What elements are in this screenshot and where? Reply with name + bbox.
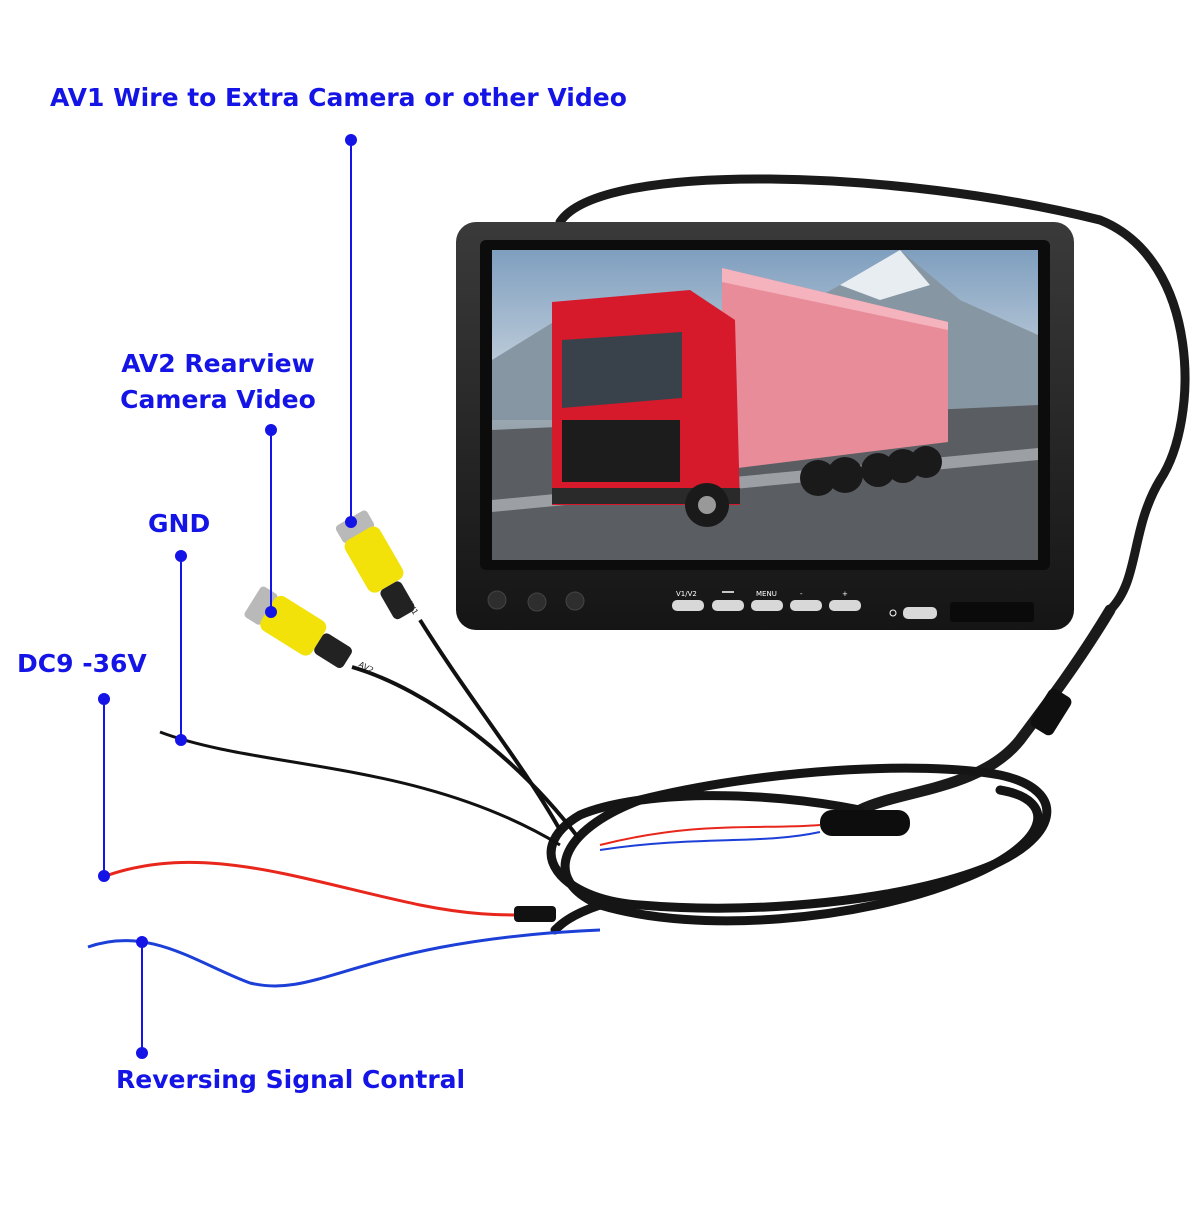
minus-button[interactable]: [790, 600, 822, 611]
return-button[interactable]: [712, 600, 744, 611]
ir-sensor-window: [950, 602, 1034, 622]
dc-leader-dot: [98, 693, 110, 705]
v1v2-button[interactable]: [672, 600, 704, 611]
monitor: V1/V2 MENU - +: [456, 222, 1074, 630]
power-button[interactable]: [903, 607, 937, 619]
reversing-leader-end-dot: [136, 1047, 148, 1059]
av1-label: AV1 Wire to Extra Camera or other Video: [50, 83, 627, 112]
monitor-top-cable: [555, 174, 1190, 615]
av2-label-line1: AV2 Rearview: [121, 349, 315, 378]
gnd-leader-dot: [175, 550, 187, 562]
av1-leader-end-dot: [345, 516, 357, 528]
plus-button[interactable]: [829, 600, 861, 611]
menu-button[interactable]: [751, 600, 783, 611]
cable-coil: [546, 763, 1052, 935]
power-icon: [889, 609, 897, 617]
av1-wire: [418, 618, 562, 831]
monitor-knob-right: [565, 591, 585, 611]
dc-power-wire: [99, 860, 521, 917]
gnd-leader-end-dot: [175, 734, 187, 746]
av2-label-line2: Camera Video: [120, 385, 316, 414]
av2-rca-plug: [244, 586, 352, 668]
reversing-signal-wire: [87, 928, 601, 988]
harness-connector: [1030, 688, 1072, 736]
minus-button-label: -: [800, 590, 803, 598]
av1-leader-dot: [345, 134, 357, 146]
av2-wire: [351, 665, 582, 842]
v1v2-button-label: V1/V2: [676, 590, 697, 598]
gnd-label: GND: [148, 509, 211, 538]
monitor-screen-image: [492, 250, 1038, 560]
av1-rca-plug: [335, 510, 415, 620]
av2-leader-end-dot: [265, 606, 277, 618]
av2-leader-dot: [265, 424, 277, 436]
monitor-knob-left: [487, 590, 507, 610]
reversing-signal-label: Reversing Signal Contral: [116, 1065, 466, 1094]
monitor-knob-middle: [527, 592, 547, 612]
dc-leader-end-dot: [98, 870, 110, 882]
main-harness-cable: [854, 604, 1116, 816]
gnd-wire: [159, 730, 561, 847]
reversing-leader-dot: [136, 936, 148, 948]
fuse-holder: [514, 906, 556, 922]
plus-button-label: +: [842, 590, 848, 598]
menu-button-label: MENU: [756, 590, 777, 598]
dc-voltage-label: DC9 -36V: [17, 649, 147, 678]
inline-connector: [820, 810, 910, 836]
av2-label: AV2 Rearview Camera Video: [118, 346, 318, 418]
